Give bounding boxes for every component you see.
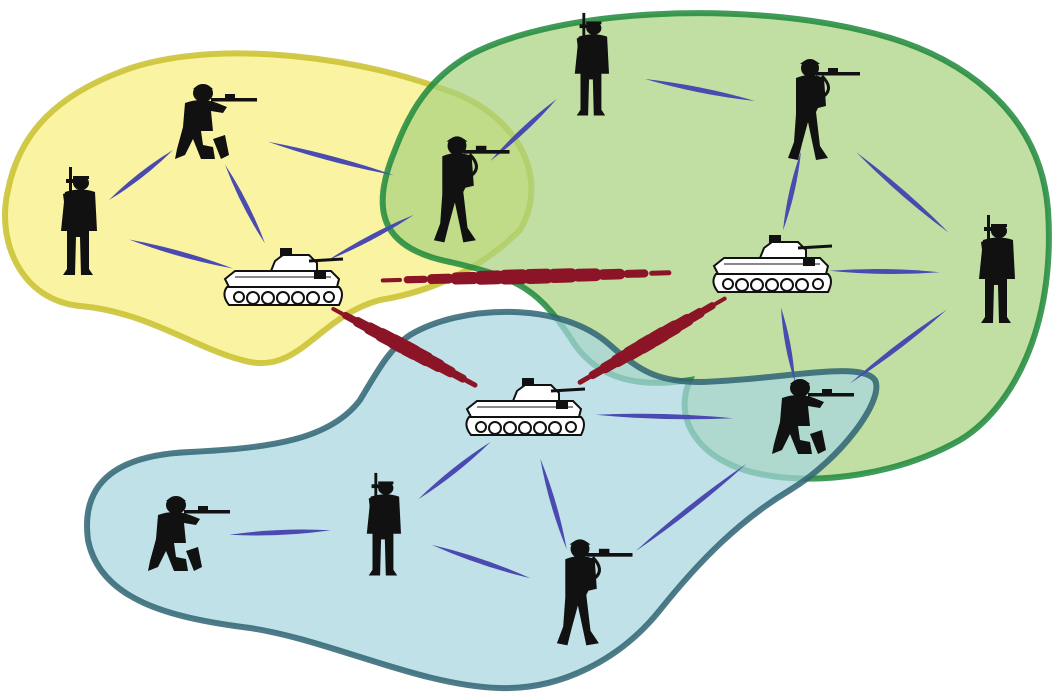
tank-link-dash bbox=[588, 366, 606, 380]
tank-link-dash bbox=[341, 311, 358, 324]
tank-link-dash bbox=[423, 354, 446, 372]
soldier-link-b-soldier-aiming-shared-soldier-kneeling bbox=[635, 463, 747, 552]
tank-link-dash bbox=[610, 349, 633, 368]
soldier-link-g-tank-shared-soldier-kneeling bbox=[781, 307, 795, 383]
soldier-link-b-soldier-standing-b-soldier-aiming bbox=[431, 544, 531, 579]
blue-group-region bbox=[84, 308, 880, 692]
soldier-link-g-soldier-standing-2-shared-soldier-kneeling bbox=[850, 309, 947, 384]
soldier-link-y-soldier-kneeling-y-tank bbox=[225, 164, 265, 244]
tank-link-dash bbox=[599, 357, 619, 374]
tank-link-dash bbox=[331, 306, 344, 316]
soldier-link-shared-soldier-aiming-1-g-soldier-standing-1 bbox=[490, 99, 557, 161]
tank-link-dash bbox=[713, 296, 727, 306]
tank-link-dash bbox=[436, 362, 457, 378]
tank-link-g-tank-b-tank bbox=[577, 296, 727, 385]
soldier-link-b-tank-shared-soldier-kneeling bbox=[595, 413, 734, 420]
tank-link-y-tank-g-tank bbox=[380, 268, 672, 285]
soldier-link-y-soldier-standing-y-soldier-kneeling bbox=[109, 150, 173, 200]
soldier-link-y-tank-shared-soldier-aiming-1 bbox=[328, 214, 414, 261]
soldier-link-g-soldier-aiming-g-tank bbox=[783, 151, 801, 231]
tank-link-dash bbox=[700, 302, 716, 315]
soldier-link-b-tank-b-soldier-aiming bbox=[540, 458, 567, 550]
soldier-link-b-soldier-kneeling-b-soldier-standing bbox=[229, 529, 331, 536]
soldier-link-y-soldier-standing-y-tank bbox=[129, 239, 233, 269]
tank-link-y-tank-b-tank bbox=[331, 306, 478, 388]
soldier-link-g-soldier-aiming-g-soldier-standing-2 bbox=[856, 152, 949, 233]
soldier-link-g-soldier-standing-1-g-soldier-aiming bbox=[645, 79, 755, 101]
tank-link-dash bbox=[577, 374, 592, 385]
tank-link-dash bbox=[463, 377, 478, 388]
tank-link-dash bbox=[450, 369, 467, 383]
soldier-link-y-soldier-kneeling-shared-soldier-aiming-1 bbox=[268, 141, 394, 176]
soldier-link-g-tank-g-soldier-standing-2 bbox=[829, 268, 940, 275]
soldier-link-b-tank-b-soldier-standing bbox=[418, 441, 491, 500]
